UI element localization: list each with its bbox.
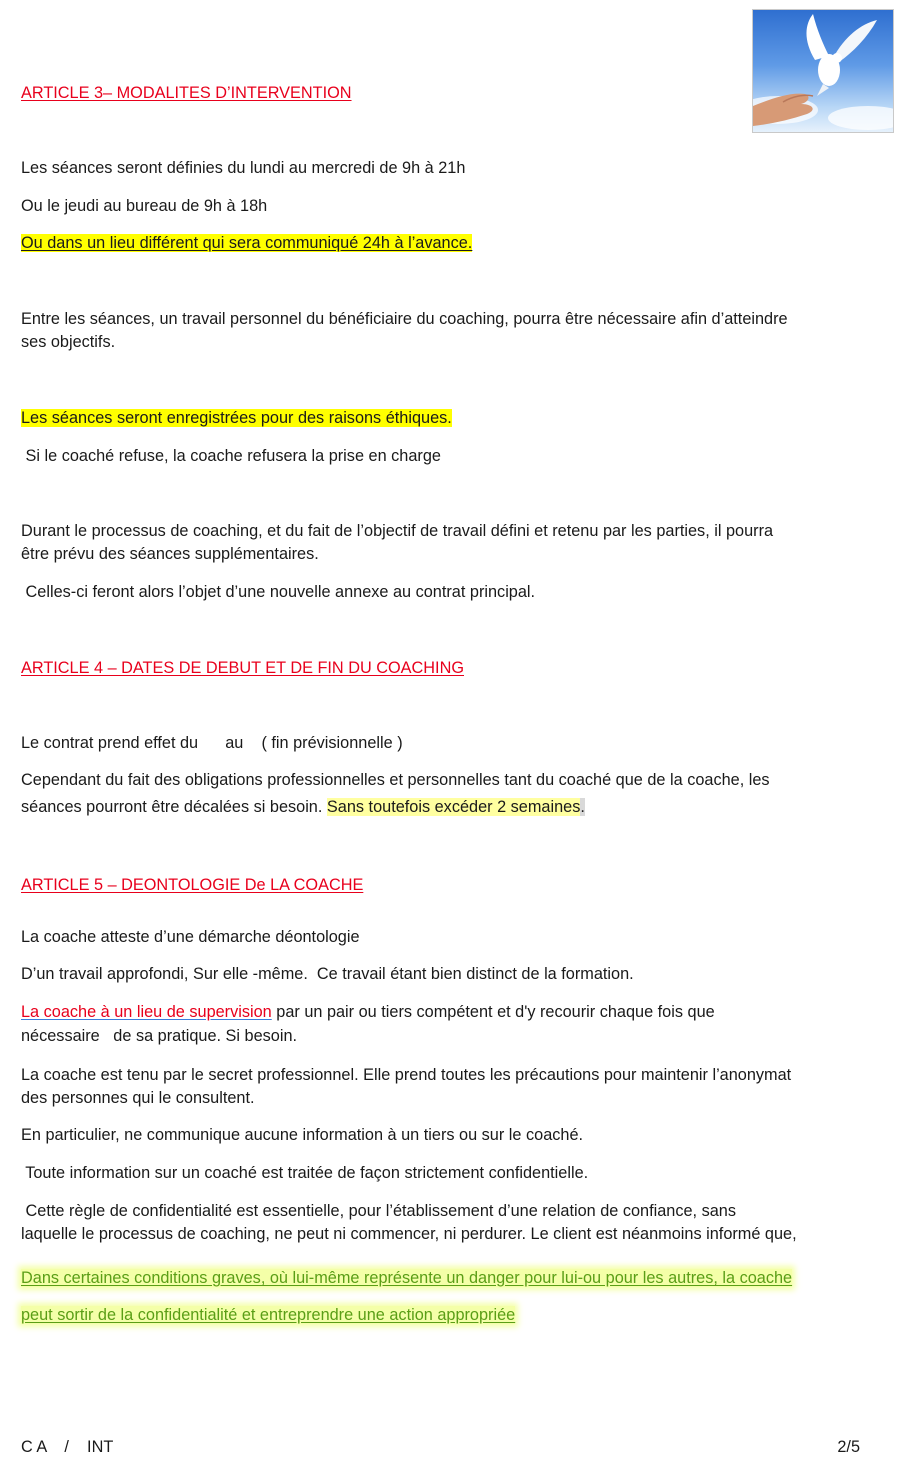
- paragraph-line: Toute information sur un coaché est trai…: [21, 1164, 589, 1182]
- paragraph-line: Cette règle de confidentialité est essen…: [21, 1202, 736, 1220]
- paragraph-text: séances pourront être décalées si besoin…: [21, 798, 327, 816]
- paragraph-line: ses objectifs.: [21, 333, 116, 351]
- paragraph-line: Le contrat prend effet du au ( fin prévi…: [21, 734, 403, 752]
- highlighted-text: Les séances seront enregistrées pour des…: [21, 409, 452, 427]
- supervision-link[interactable]: La coache à un lieu de supervision: [21, 1003, 272, 1021]
- highlighted-line: Les séances seront enregistrées pour des…: [21, 407, 452, 430]
- highlighted-text: Ou dans un lieu différent qui sera commu…: [21, 234, 473, 252]
- paragraph-line: Celles-ci feront alors l’objet d’une nou…: [21, 583, 536, 601]
- paragraph-line: laquelle le processus de coaching, ne pe…: [21, 1225, 797, 1243]
- highlighted-line: Ou dans un lieu différent qui sera commu…: [21, 232, 473, 255]
- highlighted-line: Dans certaines conditions graves, où lui…: [21, 1267, 793, 1290]
- paragraph-line: La coache est tenu par le secret profess…: [21, 1066, 792, 1084]
- paragraph-line: En particulier, ne communique aucune inf…: [21, 1126, 584, 1144]
- paragraph-line: La coache atteste d’une démarche déontol…: [21, 928, 360, 946]
- highlighted-text: peut sortir de la confidentialité et ent…: [21, 1306, 516, 1324]
- footer-initials: C A / INT: [21, 1438, 114, 1456]
- paragraph-line: Les séances seront définies du lundi au …: [21, 159, 466, 177]
- paragraph-line: Durant le processus de coaching, et du f…: [21, 522, 774, 540]
- paragraph-line: des personnes qui le consultent.: [21, 1089, 255, 1107]
- paragraph-line: D’un travail approfondi, Sur elle -même.…: [21, 965, 634, 983]
- article4-heading: ARTICLE 4 – DATES DE DEBUT ET DE FIN DU …: [21, 659, 464, 677]
- article5-heading: ARTICLE 5 – DEONTOLOGIE De LA COACHE: [21, 876, 364, 894]
- paragraph-line: Si le coaché refuse, la coache refusera …: [21, 447, 441, 465]
- paragraph-line: La coache à un lieu de supervision par u…: [21, 1001, 715, 1024]
- paragraph-line: être prévu des séances supplémentaires.: [21, 545, 319, 563]
- paragraph-line: Entre les séances, un travail personnel …: [21, 310, 788, 328]
- paragraph-line: Ou le jeudi au bureau de 9h à 18h: [21, 197, 268, 215]
- dove-image: [752, 9, 894, 133]
- page-number: 2/5: [837, 1438, 860, 1456]
- highlighted-text: Dans certaines conditions graves, où lui…: [21, 1269, 793, 1287]
- paragraph-line: nécessaire de sa pratique. Si besoin.: [21, 1027, 298, 1045]
- paragraph-line: séances pourront être décalées si besoin…: [21, 796, 585, 819]
- highlighted-line: peut sortir de la confidentialité et ent…: [21, 1304, 516, 1327]
- highlighted-text: Sans toutefois excéder 2 semaines.: [326, 798, 585, 816]
- article3-heading: ARTICLE 3– MODALITES D’INTERVENTION: [21, 84, 352, 102]
- dove-hands-icon: [753, 14, 893, 130]
- paragraph-line: Cependant du fait des obligations profes…: [21, 771, 770, 789]
- paragraph-text: par un pair ou tiers compétent et d'y re…: [271, 1003, 715, 1021]
